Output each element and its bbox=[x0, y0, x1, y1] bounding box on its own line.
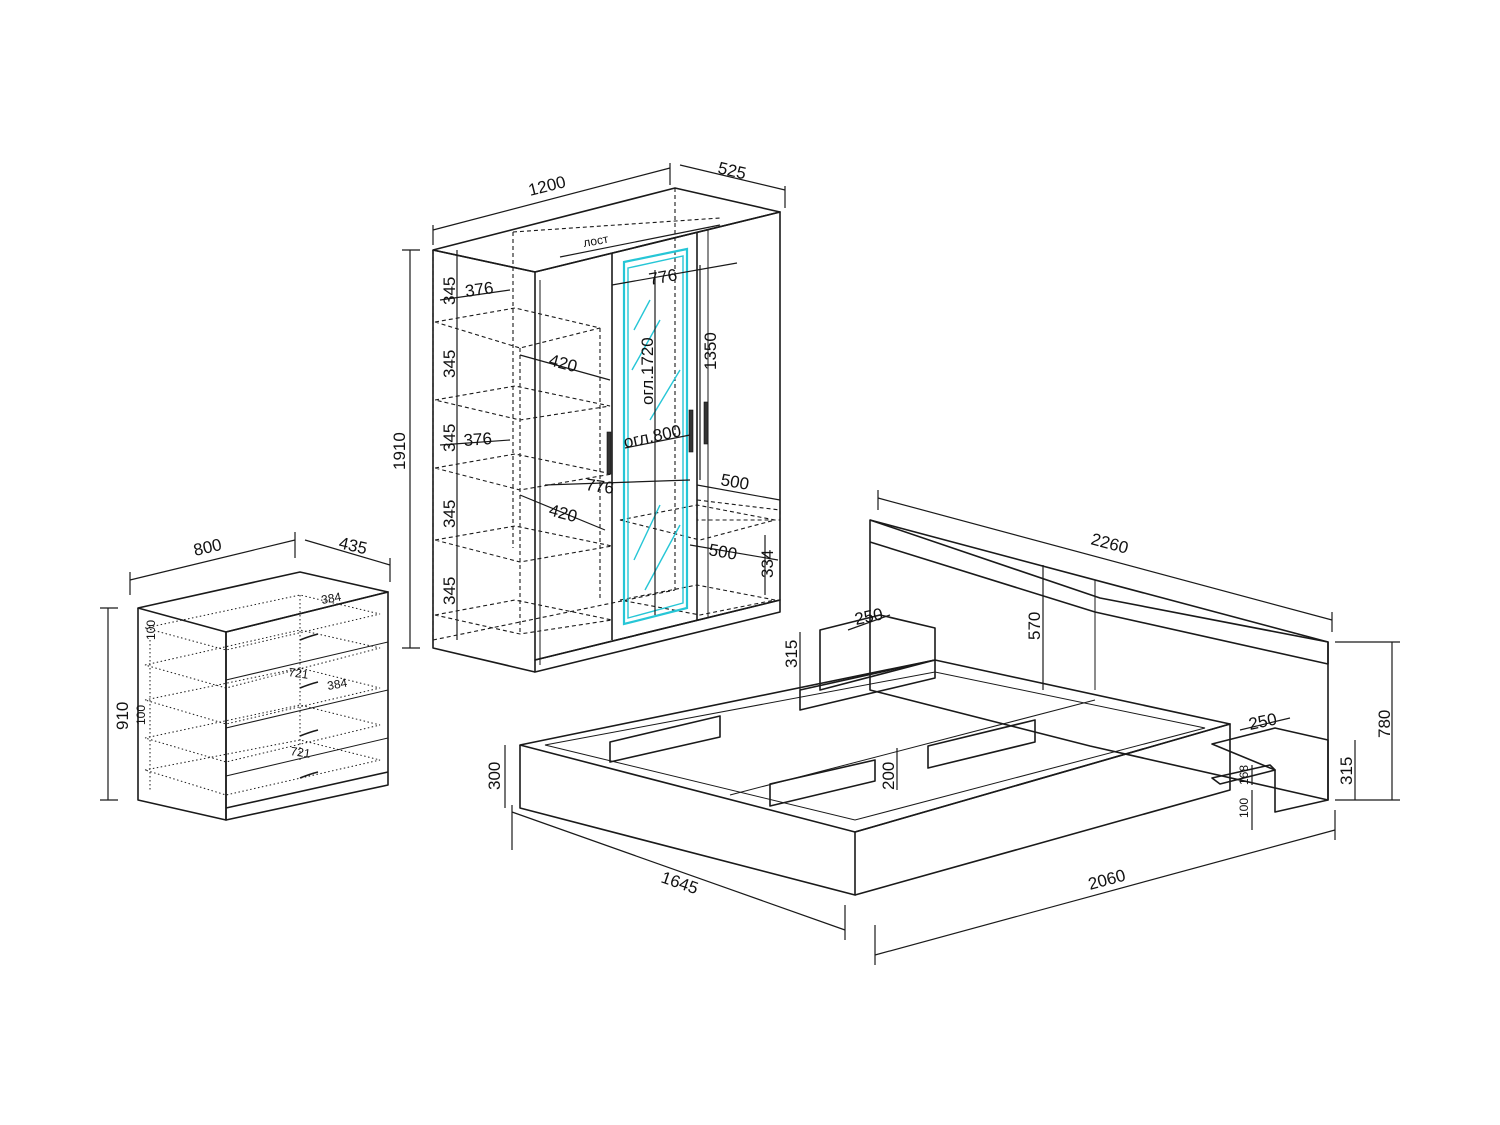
shelf-height-2: 345 bbox=[440, 350, 459, 378]
shelf-height-4: 345 bbox=[440, 500, 459, 528]
nightstand-width-left-label: 250 bbox=[853, 604, 885, 628]
wardrobe-front-left-edge bbox=[432, 250, 536, 673]
headboard bbox=[869, 519, 1329, 801]
wardrobe-height-label: 1910 bbox=[390, 432, 409, 470]
nightstand-width-right-label: 250 bbox=[1247, 709, 1279, 733]
left-door-handle[interactable] bbox=[606, 431, 612, 475]
right-bottom-height-label: 334 bbox=[758, 550, 777, 578]
bed-dimensions bbox=[504, 490, 1400, 965]
bed-total-length-label: 2260 bbox=[1089, 530, 1130, 558]
frame-length-label: 2060 bbox=[1086, 866, 1127, 894]
dresser-handles bbox=[299, 633, 319, 779]
nightstand-left bbox=[819, 614, 936, 691]
shelf-height-1: 345 bbox=[440, 277, 459, 305]
shelf-depth-lower-label: 376 bbox=[463, 429, 493, 450]
wardrobe: 1200 525 1910 лост 345 345 345 345 345 3… bbox=[390, 158, 786, 673]
shelf-gap-label: 168 bbox=[1237, 765, 1251, 785]
bed: 2260 570 780 250 250 315 315 300 200 164… bbox=[485, 490, 1400, 965]
dresser-plinth-line bbox=[225, 771, 389, 809]
dresser-inner-width-mid: 721 bbox=[288, 665, 310, 682]
mirror-height-label: огл.1720 bbox=[638, 337, 657, 405]
dresser-drawer-label-b: 100 bbox=[134, 705, 148, 725]
wardrobe-shelves bbox=[434, 307, 781, 635]
bed-frame-top bbox=[519, 659, 1231, 833]
wardrobe-hidden-back bbox=[432, 188, 676, 641]
mirror-width-label: огл.800 bbox=[622, 421, 683, 452]
nightstand-height-right-label: 315 bbox=[1337, 757, 1356, 785]
nightstand-right-shelf bbox=[1211, 764, 1276, 785]
wardrobe-width-label: 1200 bbox=[526, 172, 567, 200]
slat-support-center bbox=[769, 759, 876, 807]
shelf-offset-label: 100 bbox=[1237, 798, 1251, 818]
dresser-drawers bbox=[144, 594, 389, 796]
shelf-width-upper-label: 420 bbox=[547, 351, 579, 377]
wardrobe-top-hidden bbox=[512, 217, 721, 233]
dresser-front bbox=[225, 591, 389, 821]
wardrobe-top bbox=[432, 187, 781, 273]
dresser-drawer-label-a: 100 bbox=[144, 620, 158, 640]
dresser-depth-label: 435 bbox=[337, 533, 369, 558]
bed-frame-left bbox=[519, 745, 856, 896]
shelf-height-5: 345 bbox=[440, 577, 459, 605]
bed-frame-inner bbox=[544, 671, 1206, 821]
slat-height-label: 200 bbox=[879, 762, 898, 790]
bed-frame-right bbox=[854, 723, 1231, 896]
right-shelf-upper-label: 500 bbox=[719, 470, 750, 494]
nightstand-height-left-label: 315 bbox=[782, 640, 801, 668]
dresser-width-label: 800 bbox=[192, 535, 224, 560]
inner-width-lower-label: 776 bbox=[584, 475, 615, 498]
dresser-height-label: 910 bbox=[113, 702, 132, 730]
right-shelf-lower-label: 500 bbox=[707, 540, 738, 564]
dresser-dimensions bbox=[100, 532, 391, 801]
inner-width-upper-label: 776 bbox=[647, 265, 678, 289]
dresser-inner-depth-mid: 384 bbox=[326, 676, 348, 693]
frame-height-label: 300 bbox=[485, 762, 504, 790]
dresser-inner-depth-top: 384 bbox=[320, 590, 342, 607]
headboard-height-label: 570 bbox=[1025, 612, 1044, 640]
wardrobe-top-left-edge bbox=[432, 249, 536, 273]
dresser-inner-width-bottom: 721 bbox=[290, 744, 312, 761]
slat-support-left bbox=[609, 715, 721, 763]
dresser: 800 435 910 384 384 100 100 721 721 bbox=[100, 532, 391, 821]
wardrobe-plinth bbox=[534, 599, 781, 673]
door-height-label: 1350 bbox=[701, 332, 720, 370]
headboard-accent bbox=[869, 519, 1329, 665]
shelf-depth-upper-label: 376 bbox=[464, 278, 495, 301]
wardrobe-rail-label: лост bbox=[582, 232, 610, 250]
slat-support-right bbox=[927, 719, 1036, 769]
shelf-height-3: 345 bbox=[440, 424, 459, 452]
wardrobe-depth-label: 525 bbox=[716, 158, 748, 183]
center-door-handle[interactable] bbox=[688, 409, 694, 453]
wardrobe-rail bbox=[559, 224, 721, 258]
bed-total-height-label: 780 bbox=[1375, 710, 1394, 738]
wardrobe-dimensions bbox=[402, 163, 786, 649]
frame-width-label: 1645 bbox=[659, 868, 701, 898]
bed-headrail bbox=[799, 659, 936, 711]
right-door-handle[interactable] bbox=[703, 401, 709, 445]
shelf-width-lower-label: 420 bbox=[547, 501, 579, 527]
